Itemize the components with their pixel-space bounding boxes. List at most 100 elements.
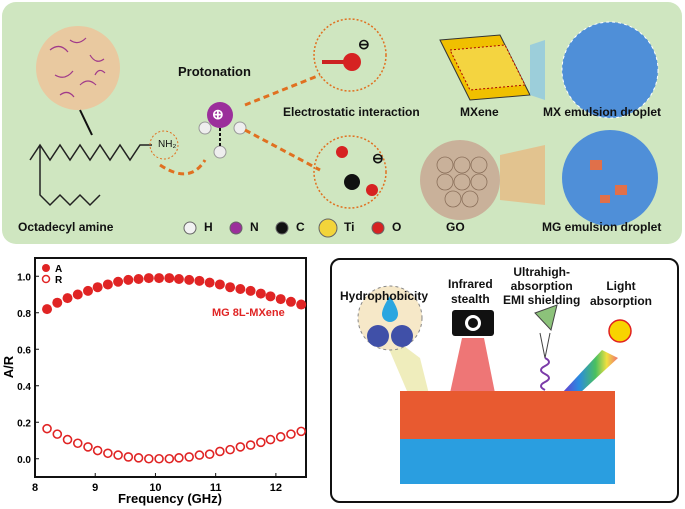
plus-icon: ⊕ [212,106,224,122]
data-point-a [184,274,195,285]
data-point-r [265,434,276,445]
data-point-a [225,282,236,293]
y-tick-label: 0.2 [17,418,31,429]
x-tick-label: 11 [210,482,222,494]
minus-icon: ⊖ [358,36,370,52]
atom-legend-marker [183,221,197,235]
data-point-a [154,273,165,284]
data-point-a [173,273,184,284]
legend-h: H [204,220,213,234]
light-beam [562,350,618,393]
data-point-a [42,304,53,315]
dashed-arrows [244,73,321,172]
light-line1: Light [606,279,636,293]
data-point-r [113,450,123,460]
data-point-r [154,453,164,464]
nitrogen-atom [207,102,233,128]
legend-o: O [392,220,402,234]
octadecyl-amine-structure [29,143,152,207]
water-drop-icon [382,296,398,322]
mx-emulsion-droplet [562,22,658,118]
data-point-a [143,273,154,284]
data-point-a [133,273,144,284]
applications-illustration [357,285,632,484]
hydrophobicity-label: Hydrophobicity [340,289,429,303]
data-point-a [285,296,296,307]
data-point-r [286,429,296,439]
data-point-a [92,282,103,293]
data-point-a [82,285,93,296]
carboxyl-circle [313,135,387,209]
x-axis-label: Frequency (GHz) [118,491,222,506]
emi-line1: Ultrahigh- [513,265,570,279]
y-tick-label: 0.0 [17,455,31,466]
legend-marker-r [41,274,51,284]
x-tick-label: 10 [149,482,161,494]
data-point-a [164,273,175,284]
x-tick-label: 9 [92,482,98,494]
data-point-r [215,446,225,457]
data-point-r [103,448,113,459]
infrared-line1: Infrared [448,277,493,291]
data-point-r [245,440,256,450]
emi-line3: EMI shielding [503,293,581,307]
data-point-a [102,279,113,290]
data-point-a [275,294,286,305]
data-point-a [113,276,124,287]
data-point-a [214,279,225,290]
wave-icon [540,357,550,391]
infrared-line2: stealth [451,292,490,306]
data-point-r [144,453,154,464]
amine-chains [49,37,106,98]
data-point-a [255,288,266,299]
data-point-r [83,442,93,452]
data-point-r [174,453,184,463]
synthesis-panel [2,2,682,244]
data-point-a [235,284,246,295]
infrared-beam [450,338,495,393]
data-point-a [123,274,134,285]
dashed-arrow [159,159,207,176]
data-point-r [204,449,215,459]
x-tick-label: 12 [270,482,282,494]
atom-legend-marker [318,218,338,238]
satellite-dish-icon [534,304,558,332]
data-point-a [72,289,83,300]
y-tick-label: 0.4 [17,382,31,393]
data-point-r [184,452,194,462]
octadecyl-amine-label: Octadecyl amine [18,220,114,234]
applications-panel [330,258,679,503]
data-point-r [52,429,63,439]
arrow-icon [79,109,93,136]
data-point-a [204,277,215,288]
data-point-r [92,445,103,456]
data-point-r [194,450,205,460]
nh2-highlight-circle [149,130,179,160]
protonation-label: Protonation [178,64,251,79]
annotation-label: MG 8L-MXene [212,307,285,319]
data-point-a [245,285,256,296]
y-tick-label: 0.6 [17,345,31,356]
light-line2: absorption [590,294,652,308]
synthesis-illustration [29,18,659,238]
x-tick-label: 8 [32,482,38,494]
plot-frame [34,257,307,478]
mg-droplet-label: MG emulsion droplet [542,220,662,234]
legend-label-r: R [55,275,63,286]
nh2-label: NH₂ [158,139,177,150]
legend-ti: Ti [344,220,355,234]
atom-legend-marker [371,221,385,235]
data-point-a [52,297,63,308]
y-tick-label: 0.8 [17,309,31,320]
mx-layer-bottom [400,439,615,484]
data-point-r [123,452,134,462]
y-axis-label: A/R [1,355,16,378]
mg-emulsion-droplet [562,130,658,226]
minus-icon: ⊖ [372,150,384,166]
data-point-a [265,291,276,302]
oxygen-ion-circle [313,18,387,92]
